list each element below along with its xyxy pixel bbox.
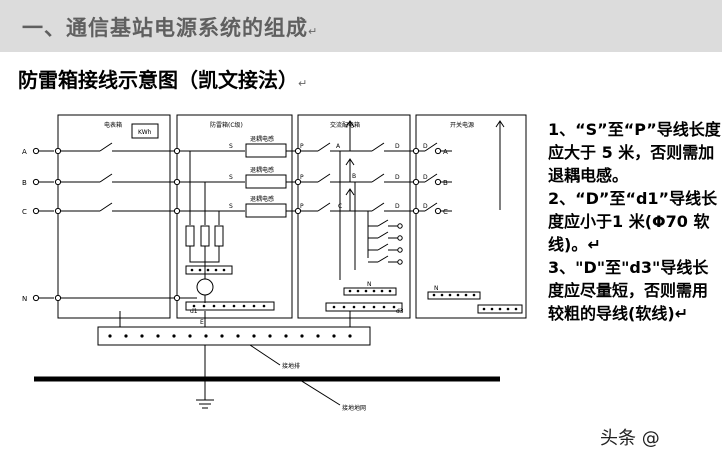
node-b-ac: B	[352, 173, 356, 180]
inductor-c	[245, 203, 287, 218]
ac-n-bar	[343, 287, 397, 296]
watermark: 头条 @	[600, 428, 660, 449]
surge-counter	[196, 278, 214, 296]
inductor-a	[245, 143, 287, 158]
diagram-title: 防雷箱接线示意图（凯文接法）↵	[18, 64, 307, 93]
node-n-ac: N	[367, 281, 372, 288]
switching-power-box	[415, 114, 527, 319]
inductor-b	[245, 174, 287, 189]
switching-box-label: 开关电源	[450, 121, 474, 129]
slide-title-text: 一、通信基站电源系统的组成	[22, 16, 308, 40]
node-s-a: S	[229, 143, 233, 150]
surge-n-bar	[185, 265, 233, 275]
note-3: 3、"D"至"d3"导线长度应尽量短，否则需用较粗的导线(软线)↵	[548, 258, 709, 323]
node-c-ac: C	[338, 203, 342, 210]
node-p-b: P	[300, 174, 304, 181]
note-2: 2、“D”至“d1”导线长度应小于1 米(Φ70 软线)。↵	[548, 189, 718, 254]
node-d-sw-a: D	[423, 143, 428, 150]
title-return-mark: ↵	[308, 25, 319, 38]
node-e: E	[200, 319, 204, 326]
kwh-meter	[131, 123, 159, 139]
node-d-ac-a: D	[395, 143, 400, 150]
inductor-label-c: 退耦电感	[250, 195, 274, 203]
diagram-title-text: 防雷箱接线示意图（凯文接法）	[18, 68, 298, 92]
node-p-c: P	[300, 203, 304, 210]
out-b-label: B	[443, 179, 448, 187]
node-s-b: S	[229, 174, 233, 181]
out-c-label: C	[443, 208, 448, 216]
node-d3: d3	[396, 308, 404, 315]
node-d1: d1	[190, 308, 198, 315]
notes-panel: 1、“S”至“P”导线长度应大于 5 米，否则需加退耦电感。 2、“D”至“d1…	[548, 118, 722, 325]
phase-c-label: C	[22, 208, 27, 216]
grounding-label: 接地地网	[342, 404, 366, 412]
phase-a-label: A	[22, 148, 27, 156]
ac-distribution-box	[297, 114, 411, 319]
inductor-label-b: 退耦电感	[250, 166, 274, 174]
subtitle-return-mark: ↵	[298, 77, 308, 90]
meter-box-label: 电表箱	[104, 121, 122, 129]
slide-title: 一、通信基站电源系统的组成↵	[22, 12, 318, 42]
meter-box	[57, 114, 171, 319]
note-1: 1、“S”至“P”导线长度应大于 5 米，否则需加退耦电感。	[548, 120, 721, 185]
surge-box-label: 防雷箱(C级)	[210, 121, 243, 129]
node-d-ac-c: D	[395, 203, 400, 210]
node-d-sw-b: D	[423, 174, 428, 181]
ac-pe-bar	[325, 302, 403, 312]
phase-n-label: N	[22, 295, 27, 303]
surge-box	[176, 114, 293, 319]
node-p-a: P	[300, 143, 304, 150]
out-a-label: A	[443, 148, 448, 156]
ac-box-label: 交流配电箱	[330, 121, 360, 129]
inductor-label-a: 退耦电感	[250, 135, 274, 143]
node-s-c: S	[229, 203, 233, 210]
node-d-ac-b: D	[395, 174, 400, 181]
earth-bar	[97, 326, 371, 346]
phase-b-label: B	[22, 179, 27, 187]
node-a-ac: A	[336, 143, 341, 150]
node-n-sw: N	[434, 285, 439, 292]
node-d-sw-c: D	[423, 203, 428, 210]
kwh-label: KWh	[138, 129, 152, 136]
earth-bar-label: 接地排	[282, 362, 300, 370]
surge-pe-bar	[185, 301, 275, 311]
title-bar	[0, 0, 722, 52]
